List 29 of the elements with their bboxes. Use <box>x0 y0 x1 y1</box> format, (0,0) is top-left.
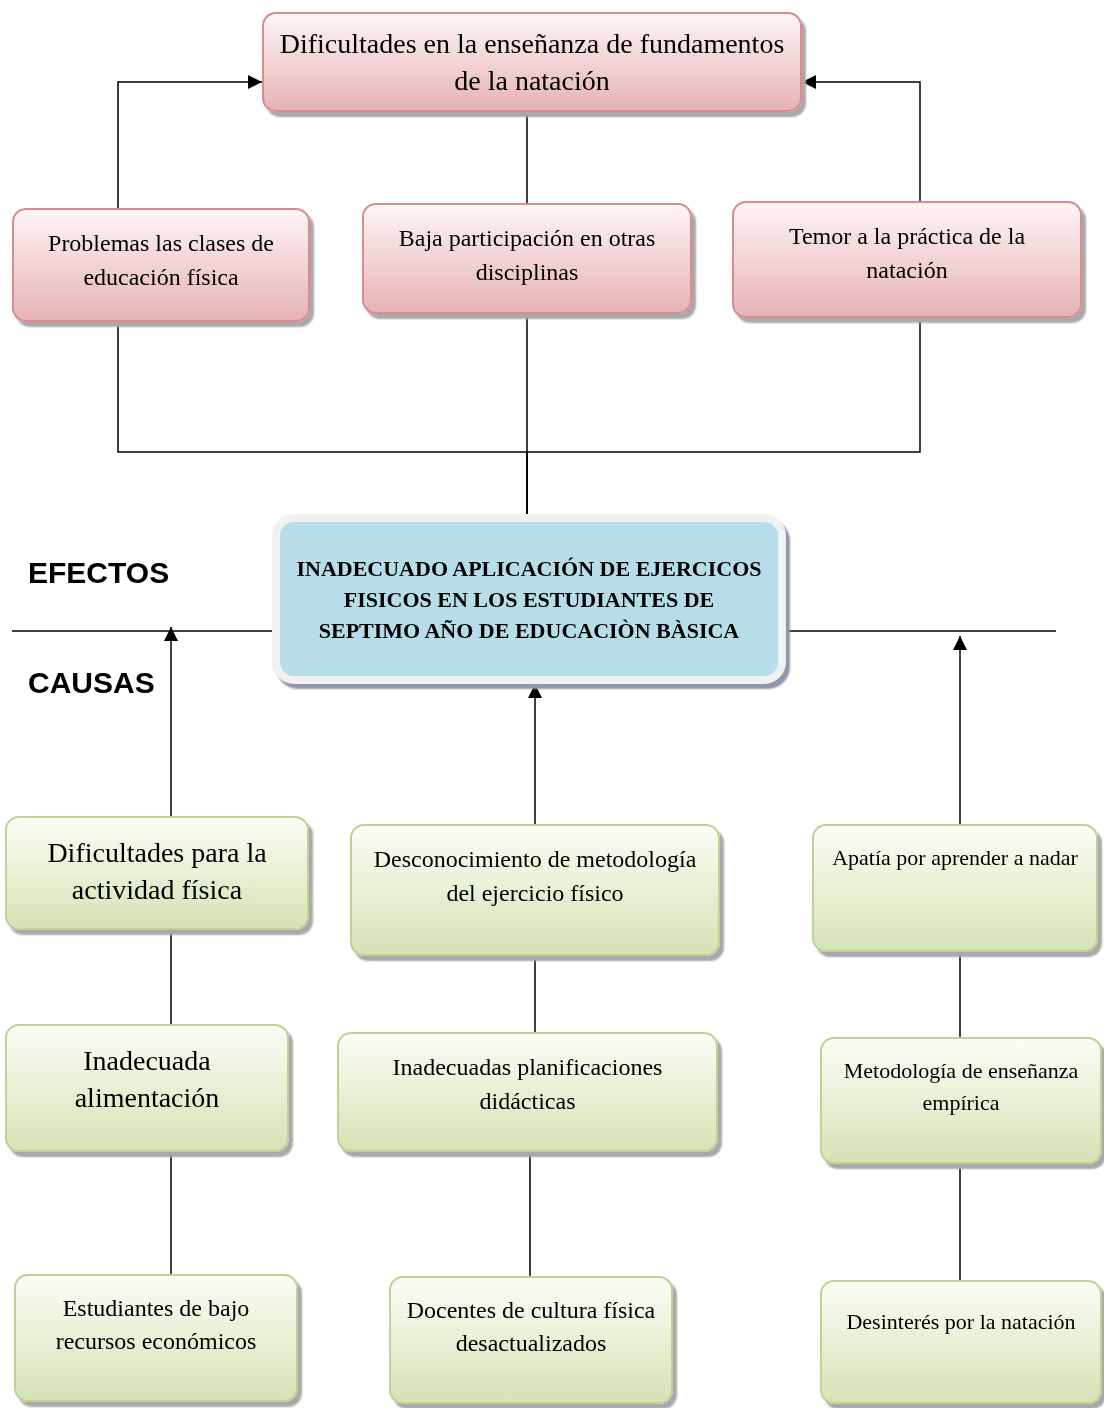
cause-effect-box: Dificultades en la enseñanza de fundamentos de la natación <box>262 12 802 112</box>
cause-effect-box: Desinterés por la natación <box>820 1280 1102 1404</box>
cause-effect-box: INADECUADO APLICACIÓN DE EJERCICOS FISICOS EN LOS ESTUDIANTES DE SEPTIMO AÑO DE EDUCACIÒN BÀSICA <box>272 514 786 684</box>
cause-effect-box: Temor a la práctica de la natación <box>732 201 1082 318</box>
arrow <box>117 75 263 209</box>
connector-line <box>170 929 172 1025</box>
connector-line <box>526 111 528 204</box>
cause-effect-box: Estudiantes de bajo recursos económicos <box>14 1274 298 1402</box>
cause-effect-box: Inadecuada alimentación <box>5 1024 289 1152</box>
section-label: CAUSAS <box>28 666 155 700</box>
cause-effect-box: Docentes de cultura física desactualizados <box>389 1276 673 1404</box>
connector-line <box>526 317 921 515</box>
cause-effect-box: Apatía por aprender a nadar <box>812 824 1098 952</box>
section-label: EFECTOS <box>28 556 170 590</box>
arrow <box>953 635 967 825</box>
connector-line <box>959 951 961 1038</box>
connector-line <box>529 1151 531 1277</box>
cause-effect-box: Desconocimiento de metodología del ejercicio físico <box>350 824 720 956</box>
arrow <box>801 75 921 202</box>
cause-effect-box: Dificultades para la actividad física <box>5 816 309 930</box>
connector-line <box>534 955 536 1033</box>
cause-effect-box: Baja participación en otras disciplinas <box>362 203 692 314</box>
cause-effect-box: Problemas las clases de educación física <box>12 208 310 322</box>
arrow <box>164 626 178 817</box>
connector-line <box>170 1151 172 1275</box>
connector-line <box>959 1163 961 1281</box>
cause-effect-box: Metodología de enseñanza empírica <box>820 1037 1102 1164</box>
cause-effect-box: Inadecuadas planificaciones didácticas <box>337 1032 718 1152</box>
arrow <box>528 683 542 825</box>
